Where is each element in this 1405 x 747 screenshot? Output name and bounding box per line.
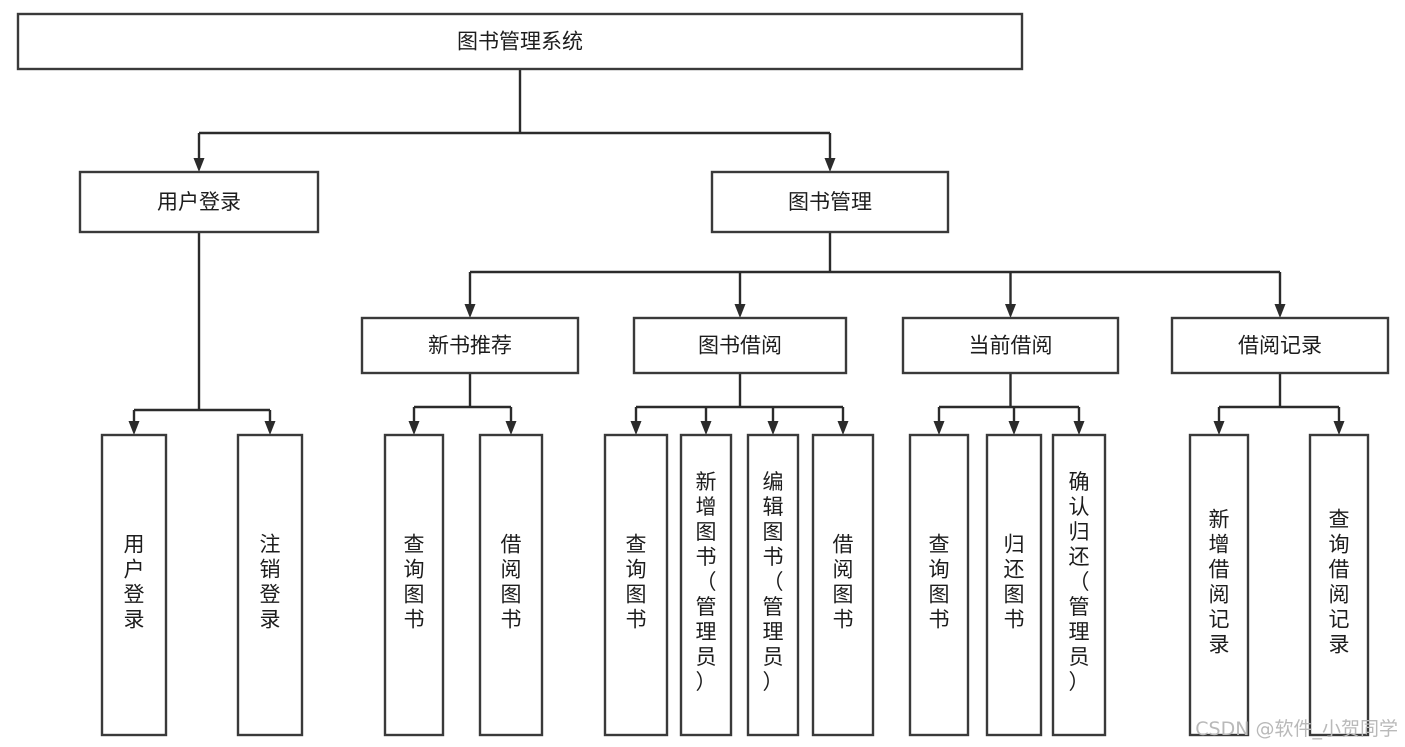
node-l-query-book-1[interactable]: 查询图书 [383,433,445,737]
arrow-head-user-login [193,158,205,172]
arrow-head-l-return-book [1008,421,1020,435]
arrow-head-l-query-book-3 [933,421,945,435]
node-label-l-query-book-3: 查询图书 [929,533,950,632]
arrow-head-borrow-record [1274,304,1286,318]
node-l-edit-book[interactable]: 编辑图书（管理员） [746,433,800,737]
node-box-new-book-rec [360,316,580,375]
node-label-l-borrow-book-1: 借阅图书 [501,533,522,632]
node-label-user-login: 用户登录 [157,190,241,214]
node-label-l-edit-book: 编辑图书（管理员） [763,470,784,694]
node-box-l-borrow-book-1 [478,433,544,737]
arrow-head-leaf-user-logout [264,421,276,435]
node-l-borrow-book-1[interactable]: 借阅图书 [478,433,544,737]
node-l-query-book-2[interactable]: 查询图书 [603,433,669,737]
node-box-leaf-user-logout [236,433,304,737]
node-l-query-book-3[interactable]: 查询图书 [908,433,970,737]
node-box-book-borrow [632,316,848,375]
node-label-book-manage: 图书管理 [788,190,872,214]
node-box-l-edit-book [746,433,800,737]
node-box-book-manage [710,170,950,234]
node-l-return-book[interactable]: 归还图书 [985,433,1043,737]
arrow-head-l-borrow-book-2 [837,421,849,435]
node-label-l-confirm-return: 确认归还（管理员） [1069,470,1090,694]
node-box-l-add-book [679,433,733,737]
node-l-borrow-book-2[interactable]: 借阅图书 [811,433,875,737]
node-l-confirm-return[interactable]: 确认归还（管理员） [1051,433,1107,737]
node-label-l-add-book: 新增图书（管理员） [696,470,717,694]
node-label-book-borrow: 图书借阅 [698,334,782,358]
node-label-root: 图书管理系统 [457,30,583,54]
node-label-l-add-record: 新增借阅记录 [1209,508,1230,657]
node-label-leaf-user-login: 用户登录 [124,533,145,632]
arrow-head-book-manage [824,158,836,172]
node-box-current-borrow [901,316,1120,375]
node-label-current-borrow: 当前借阅 [969,334,1053,358]
node-leaf-user-login[interactable]: 用户登录 [100,433,168,737]
node-box-l-confirm-return [1051,433,1107,737]
arrow-head-l-edit-book [767,421,779,435]
node-l-add-record[interactable]: 新增借阅记录 [1188,433,1250,737]
node-label-leaf-user-logout: 注销登录 [260,533,281,632]
node-root[interactable]: 图书管理系统 [16,12,1024,71]
arrow-head-l-add-book [700,421,712,435]
arrow-head-l-confirm-return [1073,421,1085,435]
arrow-head-l-borrow-book-1 [505,421,517,435]
node-box-l-query-book-3 [908,433,970,737]
node-box-l-return-book [985,433,1043,737]
node-borrow-record[interactable]: 借阅记录 [1170,316,1390,375]
node-box-l-query-book-1 [383,433,445,737]
node-user-login[interactable]: 用户登录 [78,170,320,234]
nodes-layer: 图书管理系统用户登录图书管理新书推荐图书借阅当前借阅借阅记录用户登录注销登录查询… [16,12,1390,737]
node-box-l-query-book-2 [603,433,669,737]
csdn-watermark: CSDN @软件_小贺同学 [1195,718,1398,740]
arrow-head-l-query-record [1333,421,1345,435]
node-label-l-query-book-1: 查询图书 [404,533,425,632]
node-current-borrow[interactable]: 当前借阅 [901,316,1120,375]
arrow-head-l-add-record [1213,421,1225,435]
node-book-manage[interactable]: 图书管理 [710,170,950,234]
node-box-root [16,12,1024,71]
node-box-l-query-record [1308,433,1370,737]
node-l-query-record[interactable]: 查询借阅记录 [1308,433,1370,737]
node-box-leaf-user-login [100,433,168,737]
node-l-add-book[interactable]: 新增图书（管理员） [679,433,733,737]
node-label-l-query-record: 查询借阅记录 [1329,508,1350,657]
node-box-user-login [78,170,320,234]
connectors-layer [128,69,1345,435]
arrow-head-book-borrow [734,304,746,318]
arrow-head-leaf-user-login [128,421,140,435]
node-leaf-user-logout[interactable]: 注销登录 [236,433,304,737]
node-label-new-book-rec: 新书推荐 [428,334,512,358]
node-box-l-borrow-book-2 [811,433,875,737]
node-box-borrow-record [1170,316,1390,375]
node-book-borrow[interactable]: 图书借阅 [632,316,848,375]
arrow-head-current-borrow [1005,304,1016,318]
arrow-head-l-query-book-1 [408,421,420,435]
node-new-book-rec[interactable]: 新书推荐 [360,316,580,375]
node-label-l-return-book: 归还图书 [1004,533,1025,632]
node-label-borrow-record: 借阅记录 [1238,334,1322,358]
node-box-l-add-record [1188,433,1250,737]
arrow-head-new-book-rec [464,304,476,318]
node-label-l-query-book-2: 查询图书 [626,533,647,632]
node-label-l-borrow-book-2: 借阅图书 [833,533,854,632]
arrow-head-l-query-book-2 [630,421,642,435]
